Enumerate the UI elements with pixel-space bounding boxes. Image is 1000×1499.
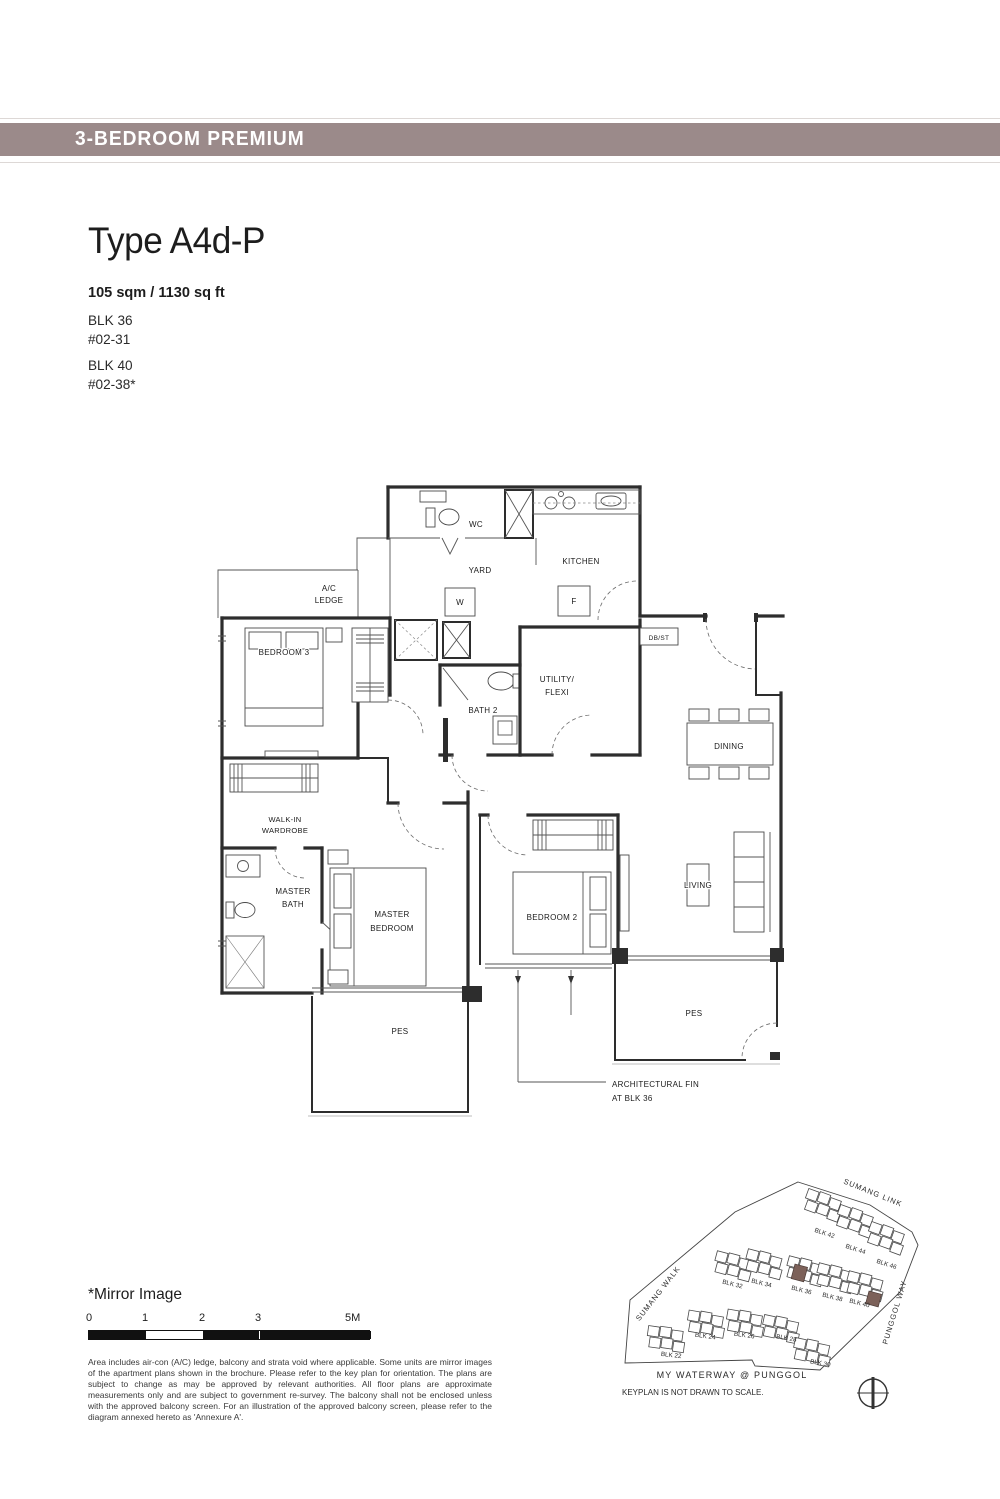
keyplan-building-cluster — [866, 1220, 905, 1256]
keyplan-building-cluster — [745, 1248, 783, 1281]
label-master-bath-line2: BATH — [282, 900, 304, 909]
keyplan-building-cluster — [803, 1187, 842, 1223]
page-title: Type A4d-P — [88, 220, 265, 261]
label-kitchen: KITCHEN — [562, 557, 599, 566]
keyplan-blk-44: BLK 44 — [845, 1243, 867, 1256]
keyplan-buildings — [646, 1187, 905, 1368]
mirror-image-note: *Mirror Image — [88, 1286, 182, 1303]
block-2-label: BLK 40 — [88, 357, 133, 373]
keyplan-site-boundary — [624, 1181, 919, 1371]
keyplan-blk-38: BLK 38 — [821, 1292, 843, 1304]
label-pes-left: PES — [392, 1027, 409, 1036]
keyplan-building-cluster — [835, 1203, 874, 1239]
label-bath2: BATH 2 — [468, 706, 497, 715]
label-master-bath-line1: MASTER — [275, 887, 310, 896]
label-master-bedroom-line2: BEDROOM — [370, 924, 413, 933]
keyplan-blk-42: BLK 42 — [814, 1227, 836, 1240]
keyplan-building-cluster — [725, 1308, 764, 1338]
keyplan-highlighted-block — [790, 1263, 808, 1283]
label-arch-fin-line1: ARCHITECTURAL FIN — [612, 1080, 699, 1089]
label-washer: W — [456, 598, 464, 607]
keyplan-blk-32: BLK 32 — [721, 1279, 743, 1291]
keyplan-blk-30: BLK 30 — [809, 1358, 831, 1369]
keyplan-building-cluster — [793, 1337, 831, 1368]
street-sumang-walk: SUMANG WALK — [634, 1264, 682, 1322]
header-bar: 3-BEDROOM PREMIUM — [0, 123, 1000, 156]
label-master-bedroom-line1: MASTER — [374, 910, 409, 919]
keyplan-blk-36: BLK 36 — [790, 1285, 812, 1297]
label-living: LIVING — [684, 881, 712, 890]
label-pes-right: PES — [686, 1009, 703, 1018]
label-dbst: DB/ST — [649, 635, 670, 642]
label-ac-ledge-line1: A/C — [322, 584, 336, 593]
keyplan-map: SUMANG LINK SUMANG WALK PUNGGOL WAY BLK 42 B… — [622, 1177, 919, 1409]
block-1-label: BLK 36 — [88, 312, 133, 328]
compass-icon — [857, 1377, 889, 1409]
keyplan-highlighted-blocks — [790, 1263, 882, 1308]
label-ac-ledge-line2: LEDGE — [315, 596, 344, 605]
block-2-unit-number: #02-38* — [88, 376, 136, 392]
keyplan-building-cluster — [762, 1314, 800, 1345]
label-wc: WC — [469, 520, 483, 529]
keyplan-building-cluster — [686, 1309, 725, 1339]
floorplan-drawing: WC YARD KITCHEN W F A/C LEDGE BEDROOM 3 BATH 2 UT… — [217, 485, 785, 1117]
street-punggol-way: PUNGGOL WAY — [881, 1279, 909, 1345]
label-arch-fin-line2: AT BLK 36 — [612, 1094, 653, 1103]
block-1-unit-number: #02-31 — [88, 331, 131, 347]
unit-area: 105 sqm / 1130 sq ft — [88, 284, 225, 301]
label-bedroom2: BEDROOM 2 — [527, 913, 578, 922]
scale-bar-graphic — [88, 1330, 371, 1340]
divider-below-header — [0, 162, 1000, 163]
label-bedroom3: BEDROOM 3 — [259, 648, 310, 657]
floorplan-room-labels: WC YARD KITCHEN W F A/C LEDGE BEDROOM 3 BATH 2 UT… — [257, 519, 744, 1104]
keyplan-highlighted-block — [865, 1290, 882, 1308]
keyplan-blk-26: BLK 26 — [733, 1331, 755, 1341]
floorplan-walls — [217, 485, 785, 1117]
keyplan-blk-40: BLK 40 — [848, 1298, 870, 1310]
scale-tick-3: 3 — [255, 1312, 262, 1324]
keyplan-blk-22: BLK 22 — [661, 1351, 683, 1360]
label-utility-line2: FLEXI — [545, 688, 569, 697]
scale-bar-ticks: 0 1 2 3 5M — [86, 1312, 370, 1327]
label-utility-line1: UTILITY/ — [540, 675, 575, 684]
scale-tick-1: 1 — [142, 1312, 149, 1324]
scale-tick-2: 2 — [199, 1312, 206, 1324]
label-yard: YARD — [469, 566, 492, 575]
keyplan-waterway: MY WATERWAY @ PUNGGOL — [657, 1370, 808, 1380]
divider-top — [0, 118, 1000, 119]
label-fridge: F — [571, 597, 576, 606]
disclaimer-text: Area includes air-con (A/C) ledge, balco… — [88, 1357, 492, 1422]
scale-tick-5m: 5M — [345, 1312, 361, 1324]
keyplan-building-cluster — [646, 1325, 686, 1354]
keyplan-blk-24: BLK 24 — [694, 1332, 716, 1342]
street-sumang-link: SUMANG LINK — [842, 1177, 903, 1209]
keyplan-note: KEYPLAN IS NOT DRAWN TO SCALE. — [622, 1388, 764, 1397]
label-walkin-line2: WARDROBE — [262, 826, 308, 835]
keyplan-blk-34: BLK 34 — [750, 1278, 772, 1290]
scale-bar: 0 1 2 3 5M — [86, 1312, 371, 1340]
label-dining: DINING — [714, 742, 744, 751]
keyplan-blk-28: BLK 28 — [775, 1333, 797, 1344]
header-title: 3-BEDROOM PREMIUM — [75, 128, 305, 150]
keyplan-blk-46: BLK 46 — [876, 1258, 898, 1271]
scale-tick-0: 0 — [86, 1312, 93, 1324]
label-walkin-line1: WALK-IN — [268, 815, 301, 824]
